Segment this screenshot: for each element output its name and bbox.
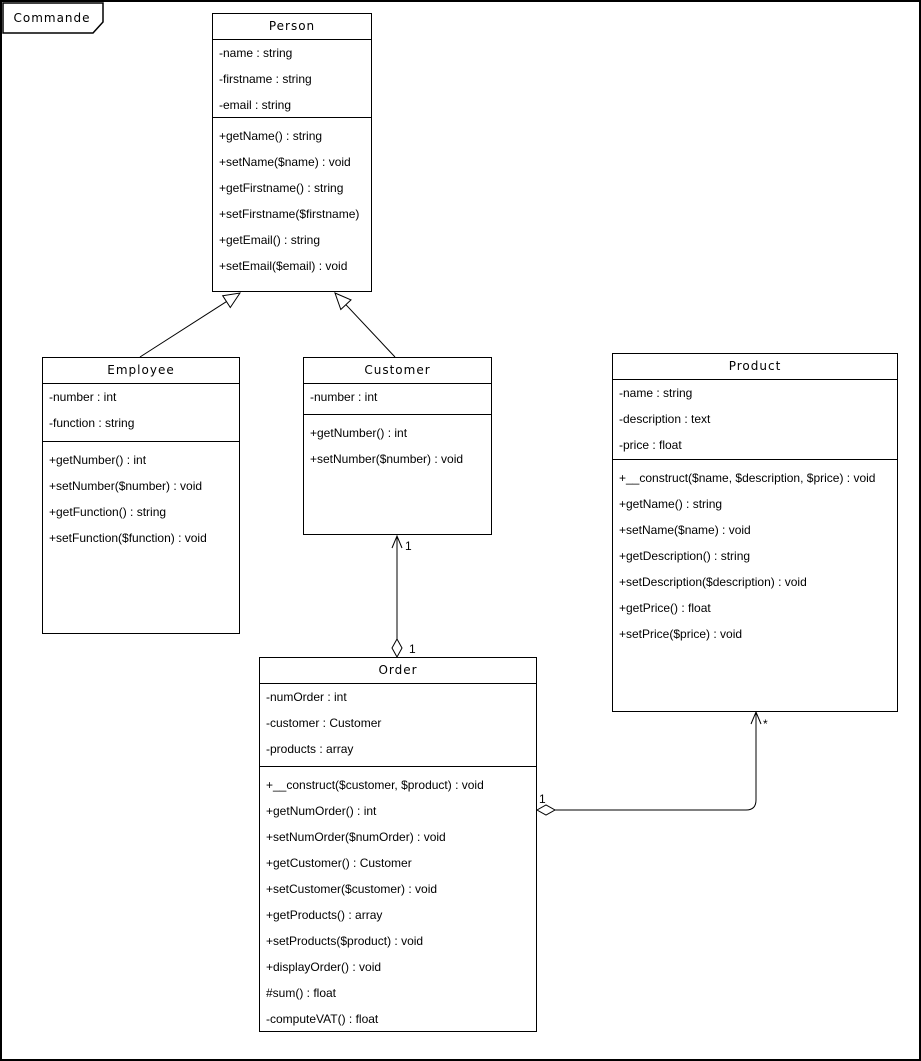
method-row: +getProducts() : array <box>266 908 383 922</box>
method-row: +__construct($name, $description, $price… <box>619 471 876 485</box>
class-title: Employee <box>43 358 239 384</box>
method-row: +setDescription($description) : void <box>619 575 807 589</box>
method-row: +__construct($customer, $product) : void <box>266 778 484 792</box>
class-title: Person <box>213 14 371 40</box>
method-row: +setName($name) : void <box>219 155 351 169</box>
inheritance-line <box>345 304 396 358</box>
method-row: +getFirstname() : string <box>219 181 344 195</box>
methods-compartment: +__construct($name, $description, $price… <box>613 460 897 711</box>
method-row: +displayOrder() : void <box>266 960 382 974</box>
method-row: +setFirstname($firstname) <box>219 207 360 221</box>
method-row: +getNumber() : int <box>49 453 147 467</box>
class-title: Order <box>260 658 536 684</box>
method-row: -computeVAT() : float <box>266 1012 379 1026</box>
aggregation-order-product[interactable]: 1 * <box>535 710 768 816</box>
method-row: +getFunction() : string <box>49 505 167 519</box>
method-row: +setName($name) : void <box>619 523 751 537</box>
open-arrow-icon <box>391 534 403 549</box>
class-order[interactable]: Order -numOrder : int -customer : Custom… <box>259 657 537 1032</box>
frame-tab-shape <box>2 2 104 34</box>
aggregation-diamond-icon <box>391 637 403 659</box>
method-row: +setNumber($number) : void <box>49 479 203 493</box>
method-row: #sum() : float <box>266 986 337 1000</box>
multiplicity-label: 1 <box>409 642 416 656</box>
method-row: +getName() : string <box>619 497 723 511</box>
inheritance-line <box>139 301 227 358</box>
method-row: +getNumOrder() : int <box>266 804 377 818</box>
multiplicity-label: * <box>763 717 768 731</box>
method-row: +getPrice() : float <box>619 601 711 615</box>
methods-compartment: +getNumber() : int +setNumber($number) :… <box>304 415 491 534</box>
association-line <box>555 712 757 811</box>
method-row: +setFunction($function) : void <box>49 531 207 545</box>
attribute-row: -name : string <box>219 46 293 60</box>
method-row: +setNumOrder($numOrder) : void <box>266 830 446 844</box>
attributes-compartment: -name : string -firstname : string -emai… <box>213 40 371 118</box>
multiplicity-label: 1 <box>539 792 546 806</box>
class-title: Product <box>613 354 897 380</box>
method-row: +getEmail() : string <box>219 233 321 247</box>
inheritance-triangle-icon <box>334 292 352 311</box>
attribute-row: -email : string <box>219 98 292 112</box>
aggregation-diamond-icon <box>535 804 557 816</box>
attribute-row: -numOrder : int <box>266 690 347 704</box>
aggregation-order-customer[interactable]: 1 1 <box>391 534 416 659</box>
attributes-compartment: -number : int -function : string <box>43 384 239 442</box>
attribute-row: -name : string <box>619 386 693 400</box>
inheritance-triangle-icon <box>221 292 242 309</box>
methods-compartment: +getNumber() : int +setNumber($number) :… <box>43 442 239 633</box>
inheritance-employee-person[interactable] <box>139 292 242 358</box>
attributes-compartment: -number : int <box>304 384 491 415</box>
method-row: +getNumber() : int <box>310 426 408 440</box>
method-row: +setPrice($price) : void <box>619 627 743 641</box>
method-row: +setEmail($email) : void <box>219 259 348 273</box>
methods-compartment: +__construct($customer, $product) : void… <box>260 767 536 1031</box>
attribute-row: -firstname : string <box>219 72 312 86</box>
class-employee[interactable]: Employee -number : int -function : strin… <box>42 357 240 634</box>
method-row: +setProducts($product) : void <box>266 934 424 948</box>
methods-compartment: +getName() : string +setName($name) : vo… <box>213 118 371 291</box>
class-product[interactable]: Product -name : string -description : te… <box>612 353 898 712</box>
method-row: +setCustomer($customer) : void <box>266 882 438 896</box>
attribute-row: -price : float <box>619 438 682 452</box>
inheritance-customer-person[interactable] <box>334 292 396 358</box>
class-title: Customer <box>304 358 491 384</box>
attributes-compartment: -name : string -description : text -pric… <box>613 380 897 460</box>
attribute-row: -number : int <box>49 390 117 404</box>
method-row: +getName() : string <box>219 129 323 143</box>
open-arrow-icon <box>750 710 762 725</box>
attribute-row: -products : array <box>266 742 354 756</box>
class-customer[interactable]: Customer -number : int +getNumber() : in… <box>303 357 492 535</box>
attribute-row: -function : string <box>49 416 135 430</box>
method-row: +getDescription() : string <box>619 549 751 563</box>
attributes-compartment: -numOrder : int -customer : Customer -pr… <box>260 684 536 767</box>
attribute-row: -description : text <box>619 412 711 426</box>
method-row: +setNumber($number) : void <box>310 452 464 466</box>
method-row: +getCustomer() : Customer <box>266 856 412 870</box>
multiplicity-label: 1 <box>405 539 412 553</box>
frame-label: Commande <box>13 11 90 25</box>
class-person[interactable]: Person -name : string -firstname : strin… <box>212 13 372 292</box>
attribute-row: -customer : Customer <box>266 716 382 730</box>
frame-label-tab: Commande <box>2 2 104 34</box>
attribute-row: -number : int <box>310 390 378 404</box>
